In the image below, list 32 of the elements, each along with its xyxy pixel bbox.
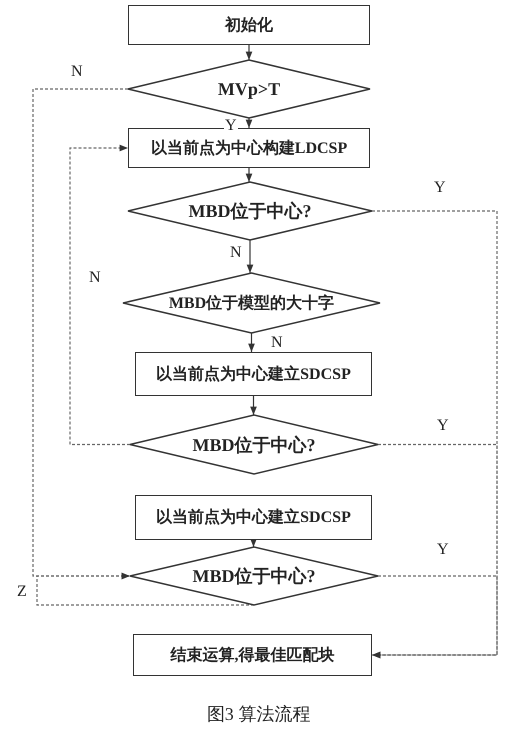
node-text: MVp>T [218, 78, 280, 100]
process-box [128, 5, 370, 45]
node-text: MBD位于中心? [188, 200, 312, 223]
node-text: 以当前点为中心构建LDCSP [150, 138, 348, 158]
arrow [246, 240, 254, 273]
process-box [135, 495, 372, 540]
decision-diamond [128, 60, 370, 118]
process-box [133, 634, 372, 676]
decision-diamond [123, 273, 380, 333]
process-box [135, 352, 372, 396]
node-text: 以当前点为中心建立SDCSP [156, 364, 351, 384]
process-box [128, 128, 370, 168]
decision-diamond [130, 547, 378, 605]
node-text: 结束运算,得最佳匹配块 [170, 646, 334, 666]
arrow [250, 396, 257, 415]
arrow [372, 575, 498, 658]
arrow [32, 88, 130, 580]
node-text: MBD位于中心? [192, 434, 316, 456]
arrow [246, 168, 252, 182]
arrow [69, 144, 130, 446]
arrow [246, 45, 252, 60]
node-text: MBD位于模型的大十字 [168, 293, 334, 314]
arrow [248, 333, 255, 352]
node-text: 初始化 [225, 15, 273, 36]
arrow [36, 572, 254, 606]
node-text: 以当前点为中心建立SDCSP [156, 507, 351, 528]
decision-diamond [128, 182, 372, 240]
node-text: MBD位于中心? [192, 565, 316, 588]
decision-diamond [130, 415, 378, 474]
figure-caption: 图3 算法流程 [206, 704, 310, 724]
arrow [246, 118, 252, 128]
arrow [250, 538, 257, 547]
